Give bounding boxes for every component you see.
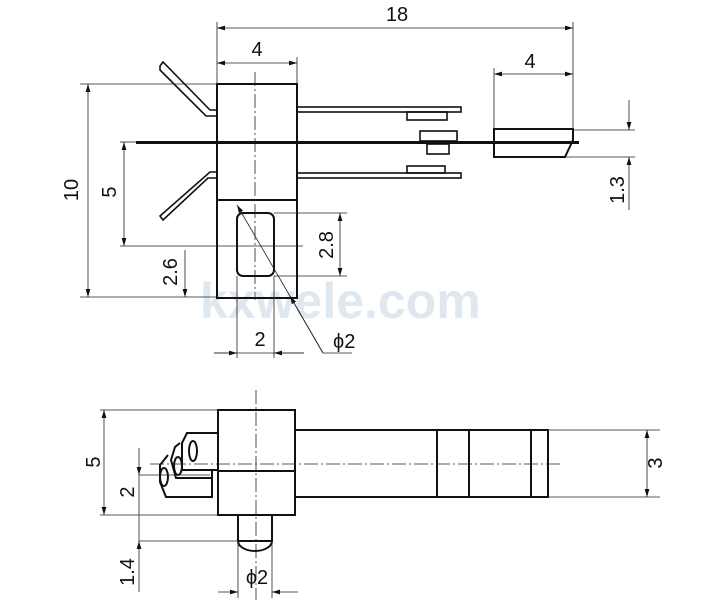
dim-led-diameter: ϕ2 bbox=[333, 331, 355, 353]
dim-window-bottom: 2.6 bbox=[160, 258, 182, 286]
watermark: kxwele.com bbox=[200, 273, 481, 329]
dim-center-offset: 2 bbox=[117, 486, 139, 497]
dim-pin-length: 1.4 bbox=[117, 558, 139, 586]
actuator-tip bbox=[493, 128, 574, 158]
dim-lead-offset: 5 bbox=[99, 186, 121, 197]
lower-contact bbox=[296, 172, 462, 179]
side-body bbox=[217, 409, 296, 516]
dim-tube-diameter: 3 bbox=[645, 457, 667, 468]
actuator-blade bbox=[136, 141, 579, 144]
side-view: 5 3 2 1.4 ϕ2 bbox=[83, 390, 667, 600]
dim-window-height: 2.8 bbox=[316, 231, 338, 259]
dim-height: 10 bbox=[61, 179, 83, 201]
upper-contact-pad bbox=[406, 111, 448, 121]
left-lower-bent-lead bbox=[158, 171, 218, 222]
dim-body-width: 4 bbox=[251, 39, 262, 61]
switch-body bbox=[216, 83, 298, 299]
dim-pin-diameter: ϕ2 bbox=[246, 567, 268, 589]
dim-overall-length: 18 bbox=[386, 4, 408, 26]
dim-window-width: 2 bbox=[254, 329, 265, 351]
blade-block-top bbox=[419, 130, 458, 142]
upper-contact bbox=[296, 106, 462, 113]
actuator-tube bbox=[294, 429, 549, 498]
tab-3 bbox=[159, 454, 213, 498]
dim-tip-length: 4 bbox=[524, 51, 535, 73]
tab-1 bbox=[181, 432, 218, 471]
led-window bbox=[236, 212, 275, 277]
blade-block-bottom bbox=[426, 143, 450, 155]
dim-body-height: 5 bbox=[83, 456, 105, 467]
lower-contact-pad bbox=[406, 165, 446, 174]
top-view: 18 4 4 10 5 2.6 2.8 1.3 2 ϕ2 bbox=[61, 4, 635, 358]
left-upper-bent-lead bbox=[159, 60, 218, 117]
led-pin bbox=[237, 515, 273, 552]
dim-tip-thickness: 1.3 bbox=[607, 176, 629, 204]
